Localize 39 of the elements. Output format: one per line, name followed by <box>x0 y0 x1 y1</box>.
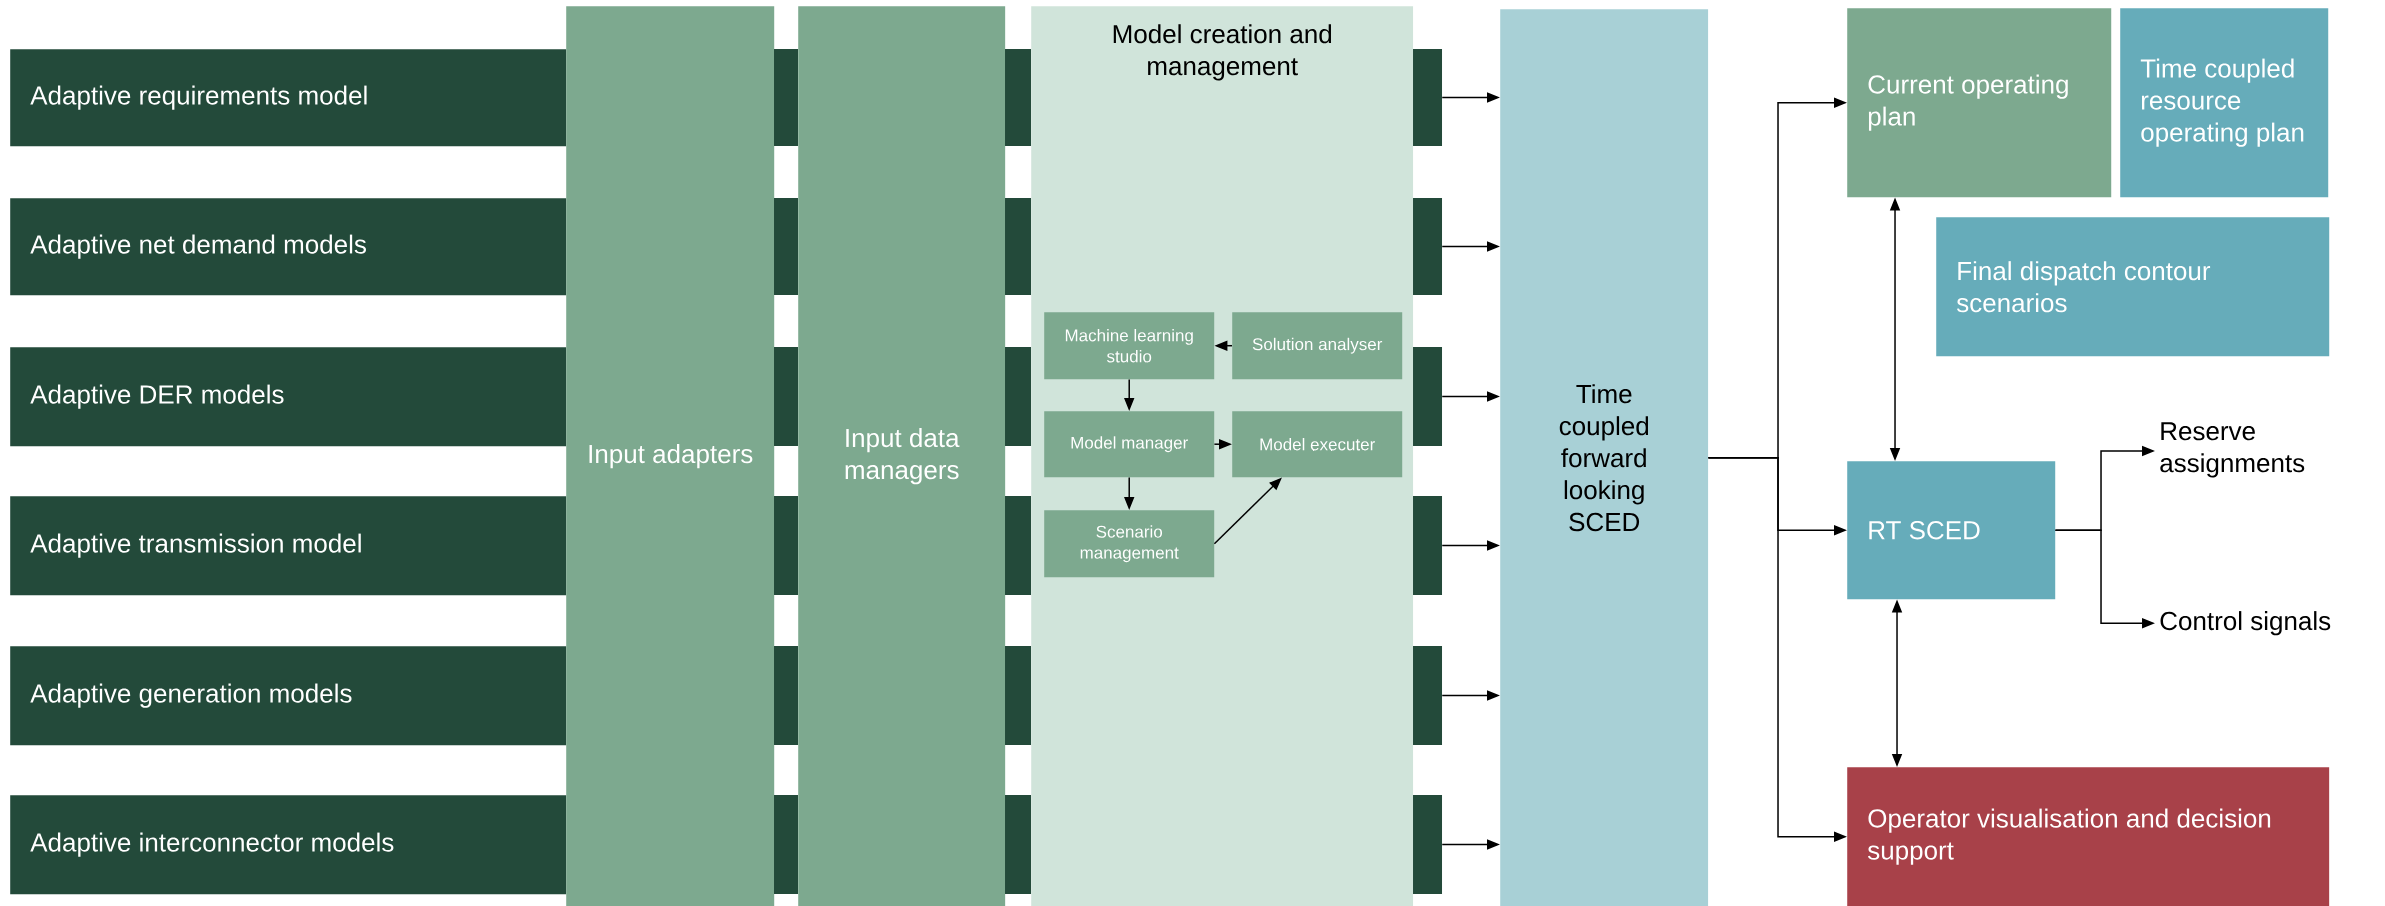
bar-segment <box>774 795 798 894</box>
process-box: Model manager <box>1044 411 1215 478</box>
output-box: Final dispatch contour scenarios <box>1936 217 2330 357</box>
output-box: RT SCED <box>1847 461 2056 600</box>
bar-segment <box>774 49 798 146</box>
process-box: Model executer <box>1232 411 1403 478</box>
bar-segment <box>1413 347 1442 446</box>
process-band: Input adapters <box>566 6 775 906</box>
process-band: Time coupled forward looking SCED <box>1500 9 1709 906</box>
output-label: Reserve assignments <box>2160 422 2305 478</box>
model-bar: Adaptive generation models <box>10 646 567 746</box>
bar-segment <box>1005 646 1031 745</box>
bar-segment <box>1005 795 1031 894</box>
model-bar: Adaptive DER models <box>10 347 567 447</box>
bar-segment <box>774 198 798 295</box>
output-box: Operator visualisation and decision support <box>1847 767 2330 906</box>
process-box: Solution analyser <box>1232 312 1403 380</box>
bar-segment <box>774 496 798 595</box>
output-label: Control signals <box>2160 611 2331 636</box>
model-bar: Adaptive requirements model <box>10 49 567 147</box>
model-bar: Adaptive interconnector models <box>10 795 567 895</box>
process-box: Machine learning studio <box>1044 312 1215 380</box>
bar-segment <box>1413 49 1442 146</box>
bar-segment <box>1005 49 1031 146</box>
process-box: Scenario management <box>1044 510 1215 578</box>
bar-segment <box>1005 198 1031 295</box>
process-band: Input data managers <box>798 6 1006 906</box>
output-box: Current operating plan <box>1847 8 2112 198</box>
model-bar: Adaptive net demand models <box>10 198 567 296</box>
bar-segment <box>1413 795 1442 894</box>
bar-segment <box>1413 198 1442 295</box>
bar-segment <box>1005 496 1031 595</box>
bar-segment <box>1005 347 1031 446</box>
bar-segment <box>774 646 798 745</box>
bar-segment <box>1413 646 1442 745</box>
output-box: Time coupled resource operating plan <box>2120 8 2329 198</box>
bar-segment <box>1413 496 1442 595</box>
model-bar: Adaptive transmission model <box>10 496 567 596</box>
bar-segment <box>774 347 798 446</box>
